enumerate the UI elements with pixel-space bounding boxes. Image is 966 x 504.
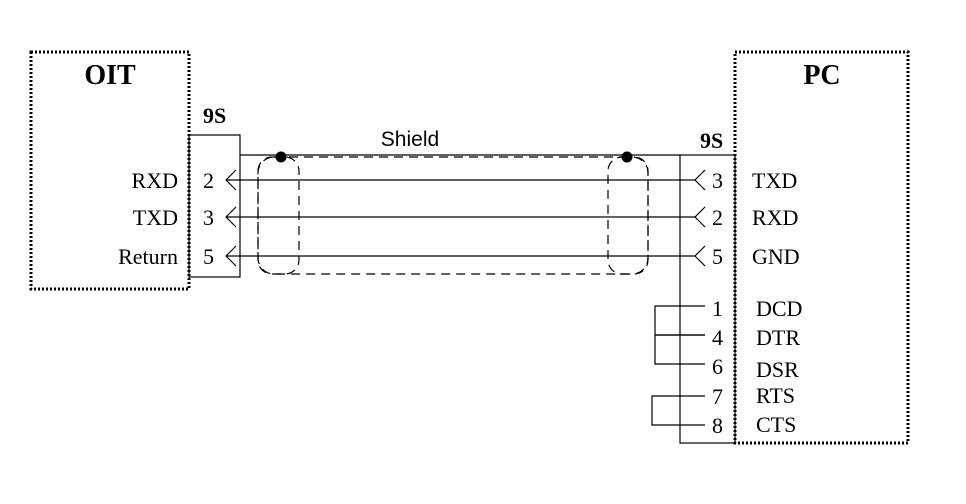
jumper-rts-cts	[651, 395, 705, 426]
pc-connector-box	[679, 154, 736, 444]
pc-pin-2-chevron	[694, 206, 706, 228]
pc-signal-dcd: DCD	[756, 296, 802, 321]
pc-pin-6: 6	[712, 354, 723, 379]
pc-pin-2: 2	[712, 205, 723, 230]
pc-signal-cts: CTS	[756, 412, 796, 437]
oit-connector-label: 9S	[203, 103, 226, 128]
oit-pin-5: 5	[203, 244, 214, 269]
oit-device-title: OIT	[84, 60, 136, 91]
pc-signal-txd: TXD	[752, 168, 797, 193]
oit-pin-5-chevron	[225, 245, 237, 267]
pc-pin-5-chevron	[694, 245, 706, 267]
oit-signal-txd: TXD	[133, 205, 178, 230]
pc-signal-dtr: DTR	[756, 325, 800, 350]
oit-pin-2-chevron	[225, 169, 237, 191]
shield-left-cap	[257, 156, 300, 275]
pc-pin-1: 1	[712, 296, 723, 321]
pc-signal-rts: RTS	[756, 383, 795, 408]
pc-pin-3-chevron	[694, 169, 706, 191]
pc-signal-rxd: RXD	[752, 205, 798, 230]
pc-signal-dsr: DSR	[756, 357, 799, 382]
oit-signal-return: Return	[118, 244, 178, 269]
pc-device-title: PC	[803, 60, 840, 91]
pc-pin-7: 7	[712, 384, 723, 409]
oit-pin-3-chevron	[225, 206, 237, 228]
pc-pin-3: 3	[712, 168, 723, 193]
shield-label: Shield	[381, 128, 439, 151]
shield-right-cap	[607, 156, 649, 275]
oit-signal-rxd: RXD	[132, 168, 178, 193]
oit-connector-box	[188, 134, 241, 278]
jumper-dtr-dsr	[654, 334, 705, 365]
pc-signal-gnd: GND	[752, 244, 800, 269]
pc-pin-8: 8	[712, 413, 723, 438]
oit-pin-3: 3	[203, 205, 214, 230]
oit-pin-2: 2	[203, 168, 214, 193]
pc-pin-4: 4	[712, 325, 723, 350]
pc-pin-5: 5	[712, 244, 723, 269]
pc-connector-label: 9S	[700, 128, 723, 153]
